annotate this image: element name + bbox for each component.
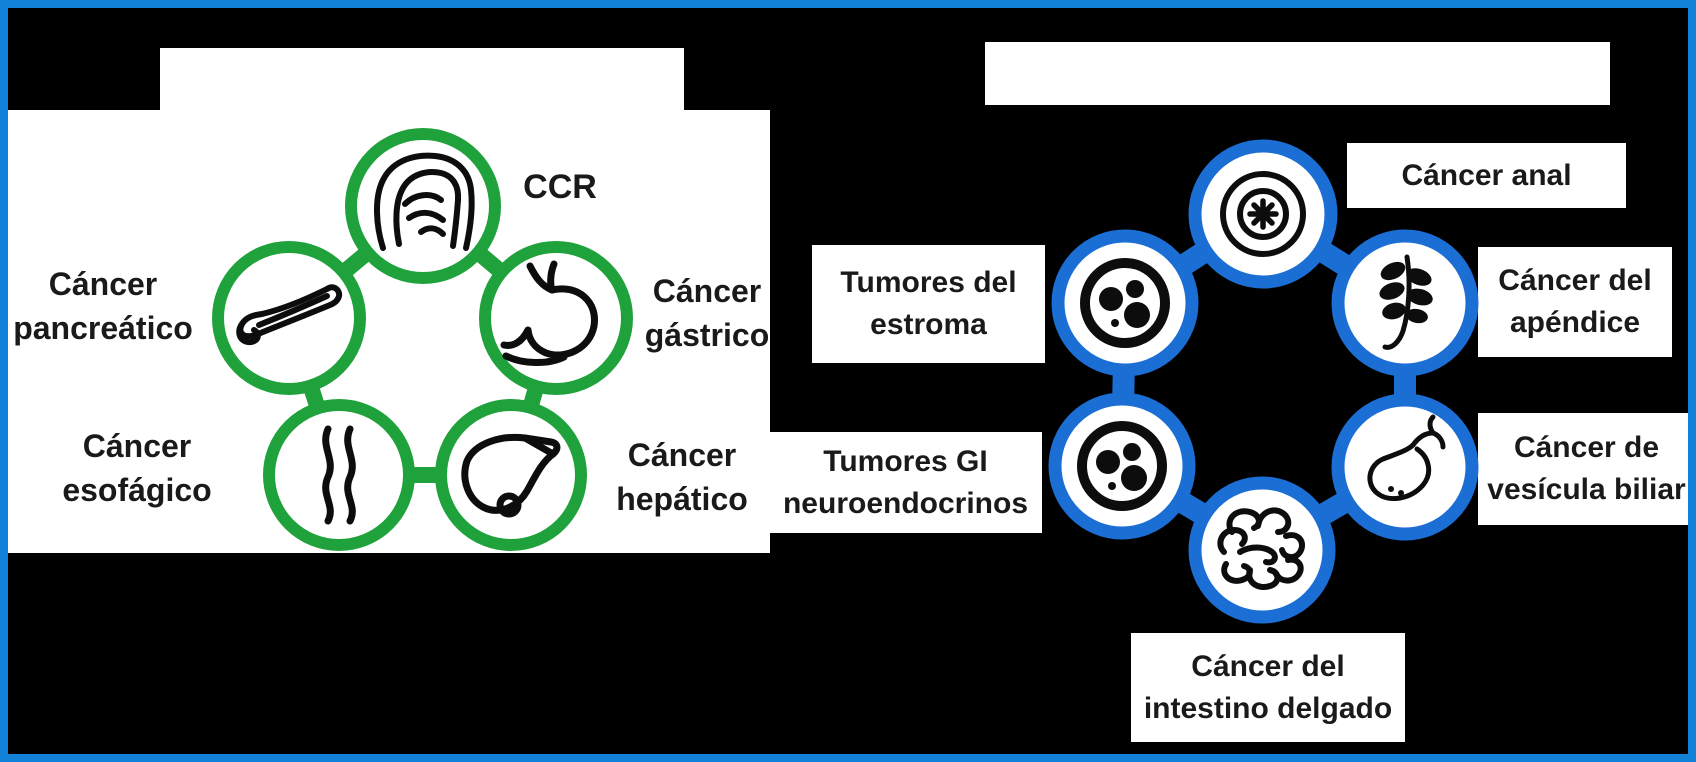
right-diagram (1048, 139, 1479, 624)
anus-icon (1220, 171, 1306, 257)
label-ccr: CCR (523, 168, 597, 206)
right-title-box (985, 42, 1610, 105)
label-stromal-tumors: Tumores del estroma (812, 245, 1045, 363)
label-esophageal-cancer: Cáncer esofágico (62, 428, 212, 508)
right-diagram-connectors (1111, 204, 1416, 560)
gallbladder-icon (1367, 414, 1446, 502)
label-appendix-cancer: Cáncer del apéndice (1478, 247, 1672, 357)
node-gallbladder (1331, 393, 1479, 541)
node-anal (1188, 139, 1338, 289)
appendix-icon (1379, 254, 1433, 350)
tumor-cells-icon (1077, 421, 1167, 511)
node-small-intestine (1188, 476, 1336, 624)
label-hepatic-cancer: Cáncer hepático (616, 437, 748, 517)
label-anal-cancer: Cáncer anal (1347, 143, 1626, 208)
label-gallbladder-cancer: Cáncer de vesícula biliar (1478, 413, 1695, 525)
node-stromal (1051, 229, 1199, 377)
node-appendix (1331, 229, 1479, 377)
label-pancreatic-cancer: Cáncer pancreático (13, 266, 193, 346)
label-gastric-cancer: Cáncer gástrico (644, 273, 770, 353)
label-small-intestine-cancer: Cáncer del intestino delgado (1131, 633, 1405, 742)
label-neuroendocrine-tumors: Tumores GI neuroendocrinos (769, 432, 1042, 533)
node-neuroendocrine (1048, 392, 1196, 540)
left-title-box (160, 48, 684, 110)
small-intestine-icon (1217, 507, 1306, 590)
tumor-cells-icon (1080, 258, 1170, 348)
